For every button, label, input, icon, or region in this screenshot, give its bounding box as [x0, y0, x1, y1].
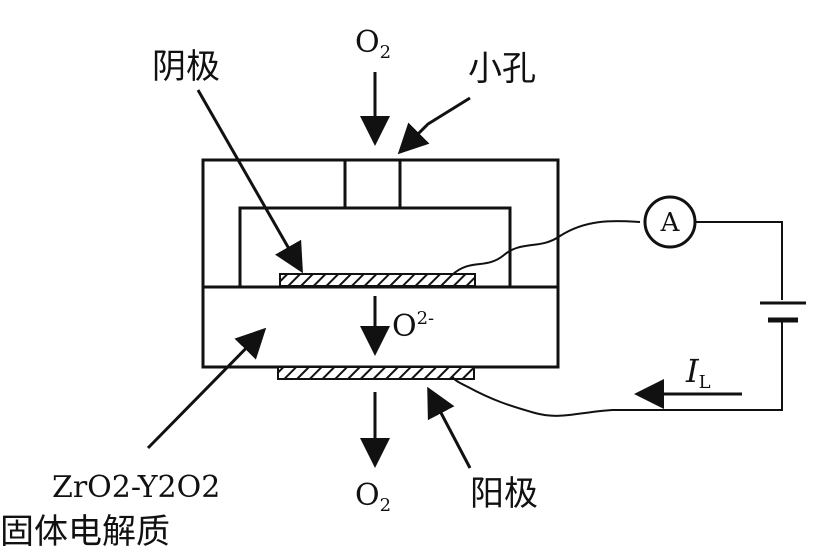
cathode-leader [196, 89, 303, 274]
cathode-label: 阴极 [152, 47, 220, 87]
oxide-ion-label: O2- [392, 308, 434, 344]
wire-ammeter-battery [695, 221, 783, 300]
pinhole-leader [397, 96, 471, 155]
electrolyte-name: 固体电解质 [0, 512, 170, 550]
inner-cavity [238, 206, 512, 287]
electrolyte-formula: ZrO2-Y2O2 [52, 470, 220, 505]
o2-top-label: O2 [355, 25, 391, 63]
anode-electrode [277, 366, 475, 380]
anode-label: 阳极 [470, 474, 538, 514]
cathode-electrode [279, 273, 476, 287]
wire-cathode [451, 220, 641, 276]
anode-leader [427, 386, 472, 469]
electrolyte-leader [146, 327, 267, 450]
wire-battery-anode [451, 322, 783, 417]
o2-bottom-label: O2 [355, 478, 391, 516]
pinhole-label: 小孔 [468, 49, 536, 89]
current-label: IL [685, 352, 711, 393]
ammeter-label: A [660, 208, 681, 238]
